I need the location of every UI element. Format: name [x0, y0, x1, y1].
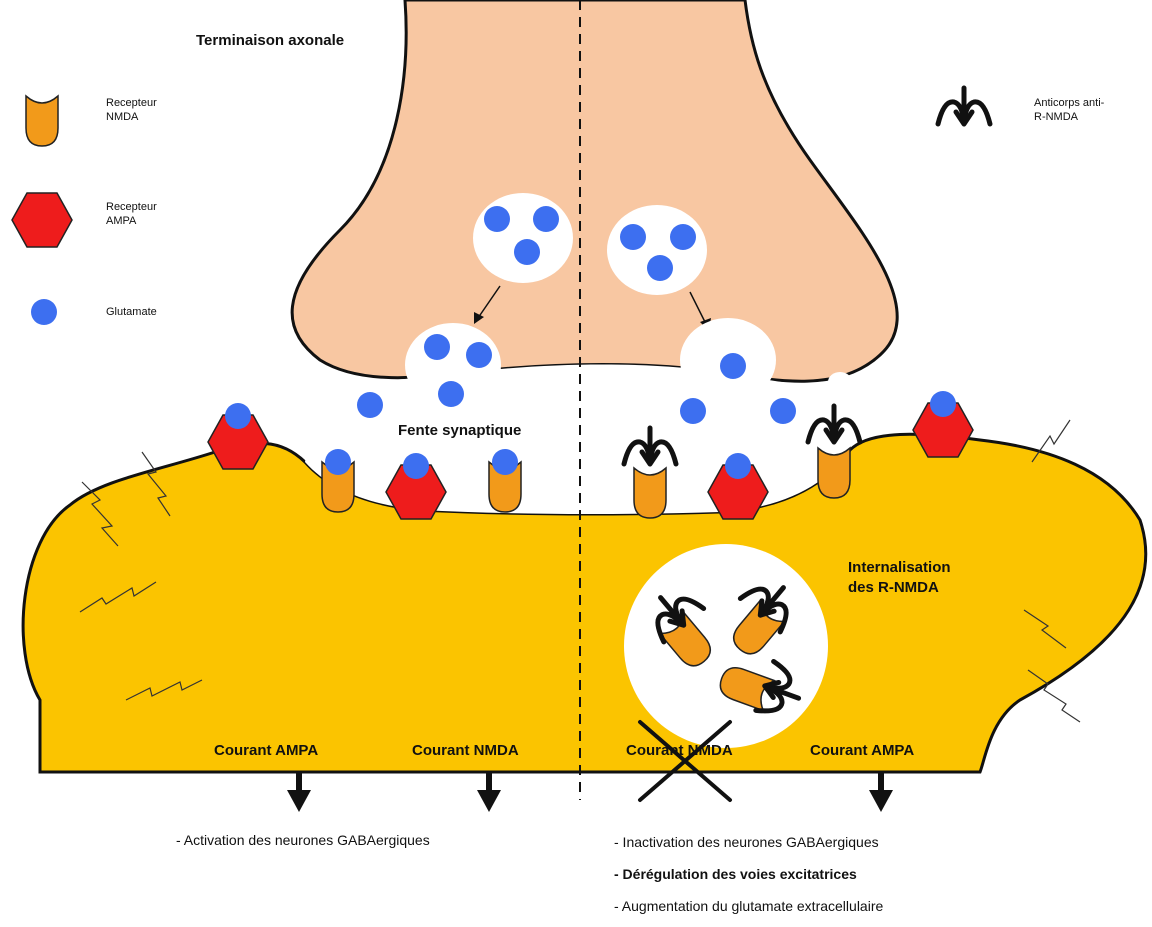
down-arrows	[287, 772, 893, 812]
glutamate	[770, 398, 796, 424]
legend-antibody-icon	[938, 88, 990, 124]
nmda-receptor-antibody	[634, 468, 666, 518]
vesicle-right-fusing	[680, 318, 776, 402]
effect-right-2: - Dérégulation des voies excitatrices	[614, 866, 857, 882]
vesicle-left-top	[473, 193, 573, 283]
nmda-receptor	[322, 449, 354, 512]
effect-right-1: - Inactivation des neurones GABAergiques	[614, 834, 879, 850]
axon-terminal-label: Terminaison axonale	[196, 32, 344, 49]
synaptic-cleft-label: Fente synaptique	[398, 422, 521, 439]
ampa-receptor	[913, 391, 973, 457]
legend-ampa-icon	[12, 193, 72, 247]
axon-terminal	[292, 0, 897, 381]
legend-nmda-label: Recepteur NMDA	[106, 96, 157, 124]
current-ampa-left: Courant AMPA	[214, 742, 318, 759]
legend-nmda-icon	[26, 96, 58, 146]
legend-glutamate-icon	[31, 299, 57, 325]
effect-left: - Activation des neurones GABAergiques	[176, 832, 430, 848]
current-nmda-left: Courant NMDA	[412, 742, 519, 759]
glutamate	[357, 392, 383, 418]
vesicle-left-fusing	[405, 323, 501, 407]
legend-glutamate-label: Glutamate	[106, 305, 157, 319]
effect-right-3: - Augmentation du glutamate extracellula…	[614, 898, 883, 914]
glutamate	[680, 398, 706, 424]
internalisation-vesicle	[624, 544, 828, 748]
nmda-receptor-antibody	[818, 448, 850, 498]
ampa-receptor	[208, 403, 268, 469]
internalisation-label: Internalisation des R-NMDA	[848, 558, 951, 598]
current-nmda-blocked: Courant NMDA	[626, 742, 733, 759]
vesicle-right-top	[607, 205, 707, 295]
nmda-receptor	[489, 449, 521, 512]
legend-ampa-label: Recepteur AMPA	[106, 200, 157, 228]
legend-antibody-label: Anticorps anti- R-NMDA	[1034, 96, 1104, 124]
current-ampa-right: Courant AMPA	[810, 742, 914, 759]
